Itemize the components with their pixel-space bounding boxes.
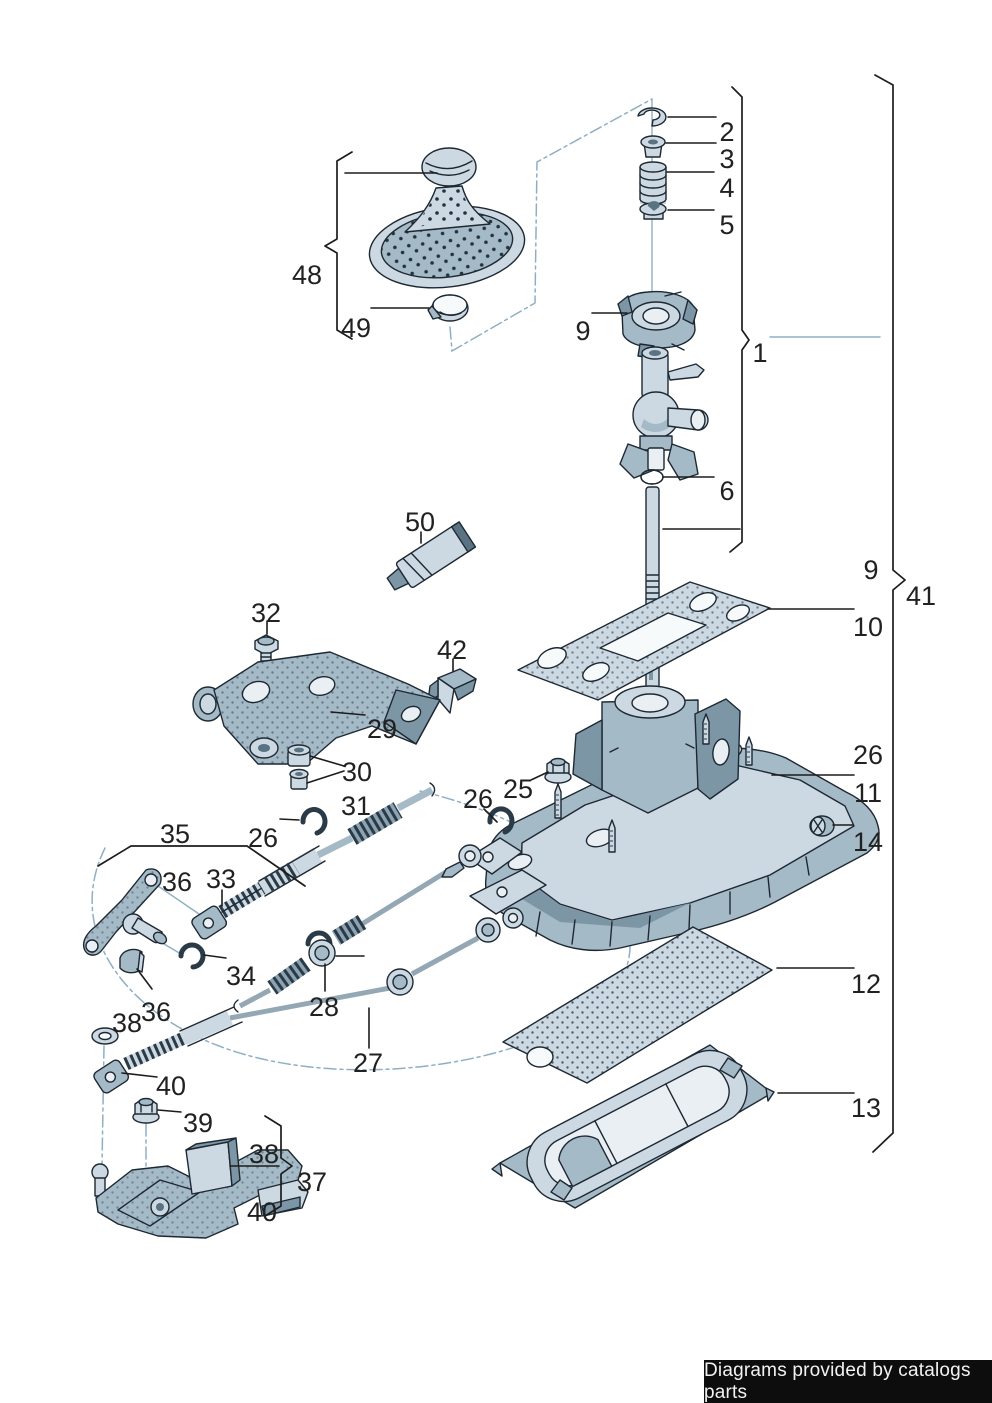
- bushing-3: [640, 135, 666, 158]
- callout-39: 39: [183, 1108, 213, 1138]
- grommet-14: [809, 815, 835, 837]
- bracket-1: [729, 86, 750, 553]
- callout-10: 10: [853, 612, 883, 642]
- callout-37: 37: [297, 1167, 327, 1197]
- ball-housing: [617, 290, 698, 359]
- callout-36-upper: 36: [162, 867, 192, 897]
- housing-studs: [554, 713, 753, 853]
- leader-lines: [121, 116, 855, 1167]
- nut-25: [544, 757, 572, 784]
- callout-32: 32: [251, 598, 281, 628]
- callout-9-right: 9: [863, 555, 878, 585]
- callout-4: 4: [719, 173, 734, 203]
- callout-6: 6: [719, 476, 734, 506]
- damper-36: [119, 948, 145, 974]
- callout-35: 35: [160, 819, 190, 849]
- gasket-plate: [517, 581, 771, 701]
- shift-lever-upper: [619, 346, 709, 481]
- callout-27: 27: [353, 1048, 383, 1078]
- callout-38-bracket: 38: [249, 1139, 279, 1169]
- callout-40-upper: 40: [156, 1071, 186, 1101]
- cable-28-middle: [233, 844, 482, 1013]
- callout-1: 1: [752, 338, 767, 368]
- callout-14: 14: [853, 827, 883, 857]
- bushing-5: [639, 201, 667, 220]
- knob-clip: [427, 294, 469, 322]
- bracket-37: [264, 1115, 293, 1217]
- callout-33: 33: [206, 864, 236, 894]
- callout-labels: 2 3 4 5 48 49 9 1 6 50 42 32 29 30 31 26…: [112, 117, 936, 1227]
- callout-42: 42: [437, 635, 467, 665]
- callout-5: 5: [719, 210, 734, 240]
- callout-34: 34: [226, 961, 256, 991]
- callout-2: 2: [719, 117, 734, 147]
- foam-pad: [502, 926, 773, 1084]
- retaining-clip-2: [637, 107, 667, 127]
- callout-25: 25: [503, 774, 533, 804]
- callout-26-left: 26: [248, 823, 278, 853]
- callout-26-mid: 26: [463, 784, 493, 814]
- callout-36-lower: 36: [141, 997, 171, 1027]
- bottom-cover: [491, 1044, 775, 1209]
- callout-49: 49: [341, 313, 371, 343]
- bracket-48: [324, 151, 353, 340]
- callout-41: 41: [906, 581, 936, 611]
- callout-48: 48: [292, 260, 322, 290]
- grease-tube: [386, 521, 477, 591]
- callout-13: 13: [851, 1093, 881, 1123]
- callout-31: 31: [341, 791, 371, 821]
- bracket-41: [872, 74, 906, 1153]
- callout-50: 50: [405, 507, 435, 537]
- circlip-34: [178, 942, 206, 970]
- cable-28-upper: [191, 782, 436, 940]
- callout-29: 29: [367, 714, 397, 744]
- group-brackets: [97, 74, 906, 1217]
- callout-9-left: 9: [575, 316, 590, 346]
- o-ring: [640, 469, 664, 485]
- nut-39: [132, 1097, 160, 1124]
- credit-banner: Diagrams provided by catalogs parts: [704, 1360, 992, 1403]
- callout-28: 28: [309, 992, 339, 1022]
- bracket-35: [97, 845, 306, 887]
- circlip-26-left: [300, 806, 328, 836]
- callout-11: 11: [854, 778, 882, 808]
- bushings-30: [287, 744, 311, 790]
- main-housing: [467, 685, 880, 952]
- shift-knob: [368, 147, 526, 289]
- callout-12: 12: [851, 969, 881, 999]
- callout-38-left: 38: [112, 1008, 142, 1038]
- cable-27: [93, 907, 524, 1094]
- callout-3: 3: [719, 144, 734, 174]
- callout-30: 30: [342, 757, 372, 787]
- support-bracket: [192, 651, 441, 765]
- credit-text: Diagrams provided by catalogs parts: [704, 1359, 971, 1403]
- callout-26-right: 26: [853, 740, 883, 770]
- relay-lever: [82, 868, 168, 956]
- washer-38: [91, 1027, 119, 1045]
- callout-40-bracket: 40: [247, 1197, 277, 1227]
- spring-4: [639, 161, 667, 205]
